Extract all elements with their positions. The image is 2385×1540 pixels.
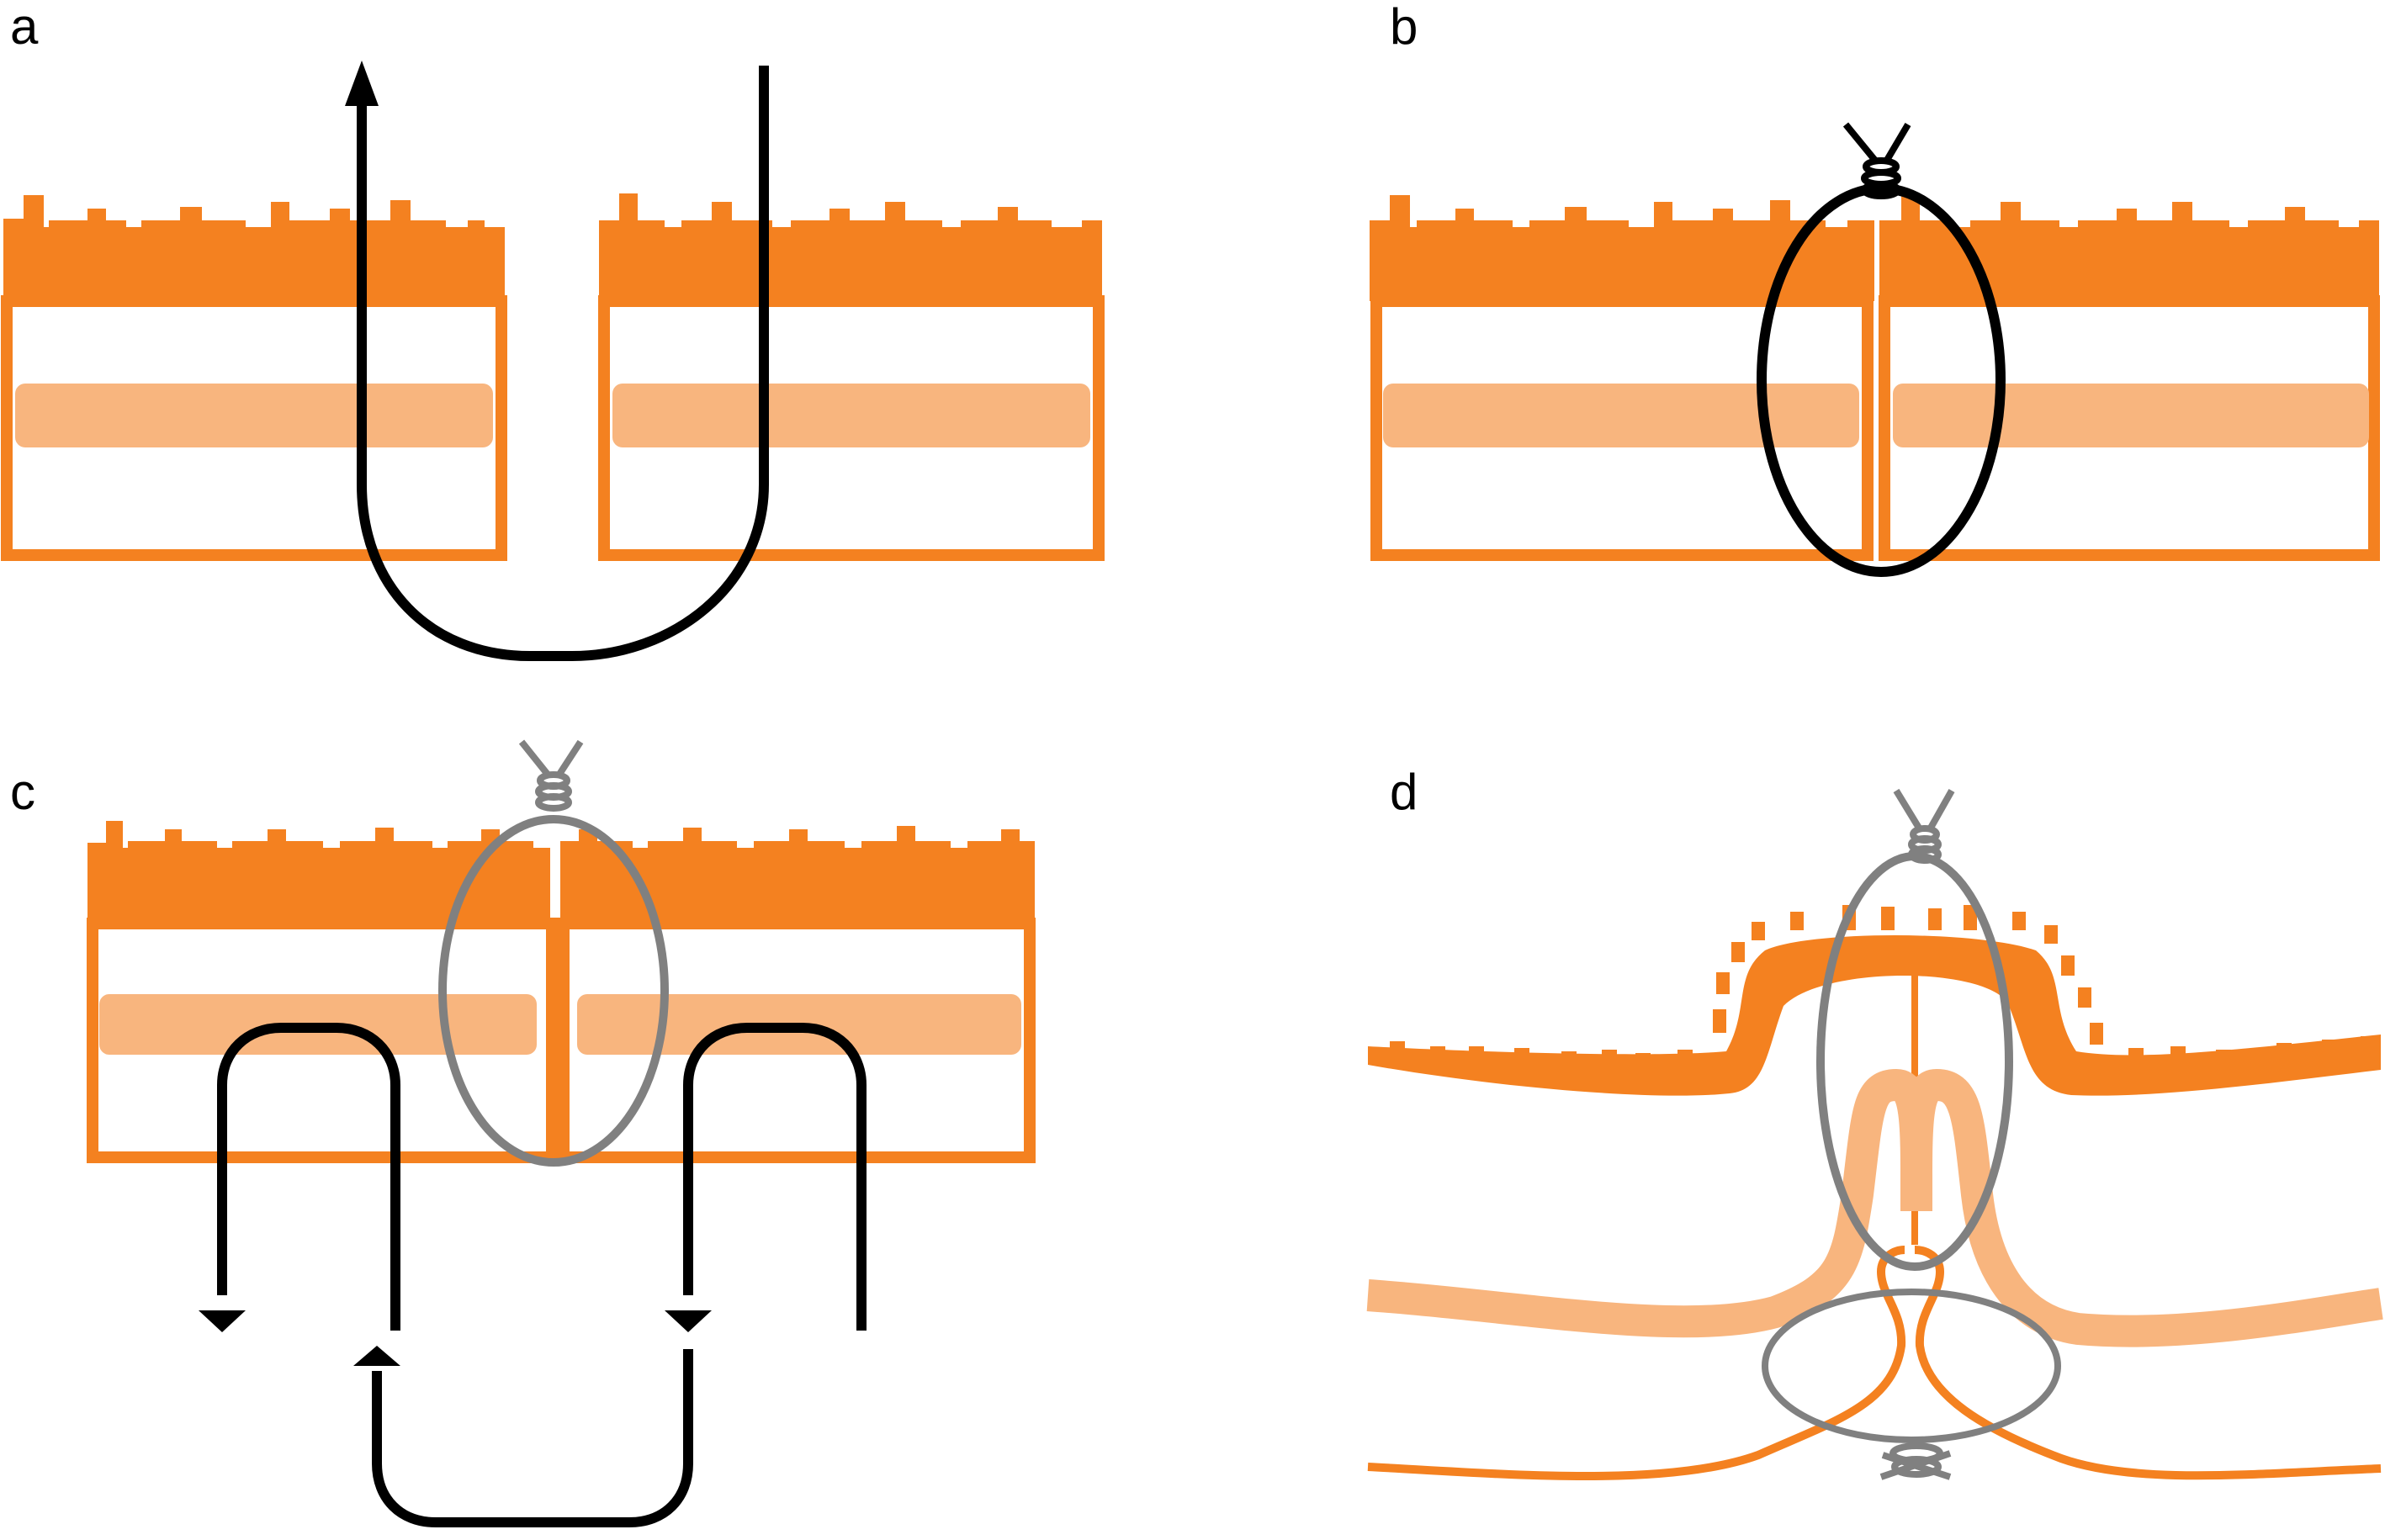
panel-c: c: [10, 739, 1036, 1527]
suture-loop-lower: [1762, 1289, 2061, 1443]
panel-a: a: [1, 0, 1105, 661]
tissue-layer-left: [15, 384, 493, 447]
dermal-layer: [1366, 1068, 2383, 1347]
tissue-block-right: [1879, 195, 2380, 561]
arrow-down-icon: [199, 1310, 246, 1332]
panel-label-b: b: [1390, 0, 1418, 55]
panel-d: d: [1366, 764, 2383, 1480]
suture-connection: [372, 1349, 693, 1527]
tissue-block-left: [1, 195, 507, 561]
suture-loop-left: [217, 1023, 400, 1331]
panel-label-c: c: [10, 764, 35, 820]
everted-tissue-surface: [1368, 935, 2381, 1096]
surface-ridges: [1390, 905, 2376, 1065]
knot-icon: [1879, 1442, 1952, 1480]
knot-icon: [1842, 122, 1911, 199]
panel-label-a: a: [10, 0, 39, 55]
deep-layer-right: [1914, 1246, 2382, 1480]
suture-loop-b: [1757, 183, 2006, 577]
tissue-block-left: [1370, 195, 1874, 561]
arrow-down-icon: [665, 1310, 712, 1332]
tissue-layer-right: [1893, 384, 2369, 447]
arrow-up-icon: [353, 1346, 400, 1366]
tissue-layer-right: [612, 384, 1090, 447]
suture-loop-c: [438, 815, 669, 1167]
knot-icon: [518, 739, 584, 812]
tissue-block-right: [598, 193, 1105, 561]
panel-b: b: [1370, 0, 2380, 577]
tissue-layer-left: [1383, 384, 1859, 447]
knot-icon: [1893, 788, 1955, 864]
suture-loop-right: [683, 1023, 867, 1331]
panel-label-d: d: [1390, 764, 1418, 820]
suture-path-a: [357, 66, 769, 661]
arrow-up-icon: [345, 61, 379, 106]
deep-layer-left: [1367, 1246, 1906, 1480]
tissue-block-left: [87, 821, 558, 1163]
